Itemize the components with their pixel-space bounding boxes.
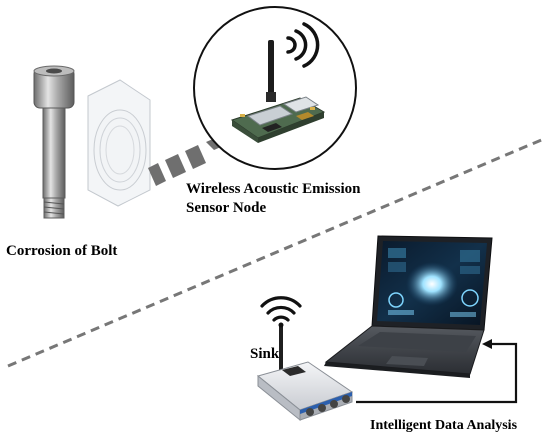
connection-arrow <box>356 339 518 404</box>
dashed-divider-line <box>7 136 547 368</box>
sensor-node-label-line2: Sensor Node <box>186 200 267 216</box>
router-icon <box>256 326 354 422</box>
laptop-icon <box>324 235 493 378</box>
bolt-icon <box>33 65 151 219</box>
sink-wifi-signal-icon <box>260 296 302 322</box>
sensor-board-icon <box>230 40 326 143</box>
data-analysis-label: Intelligent Data Analysis <box>370 418 518 433</box>
sink-label: Sink <box>250 346 280 362</box>
sensor-node-circle <box>193 6 357 170</box>
wifi-signal-icon <box>286 22 320 68</box>
corrosion-label: Corrosion of Bolt <box>6 243 118 259</box>
sensor-node-label-line1: Wireless Acoustic Emission <box>186 181 361 197</box>
sink-wifi-dot <box>278 322 284 328</box>
